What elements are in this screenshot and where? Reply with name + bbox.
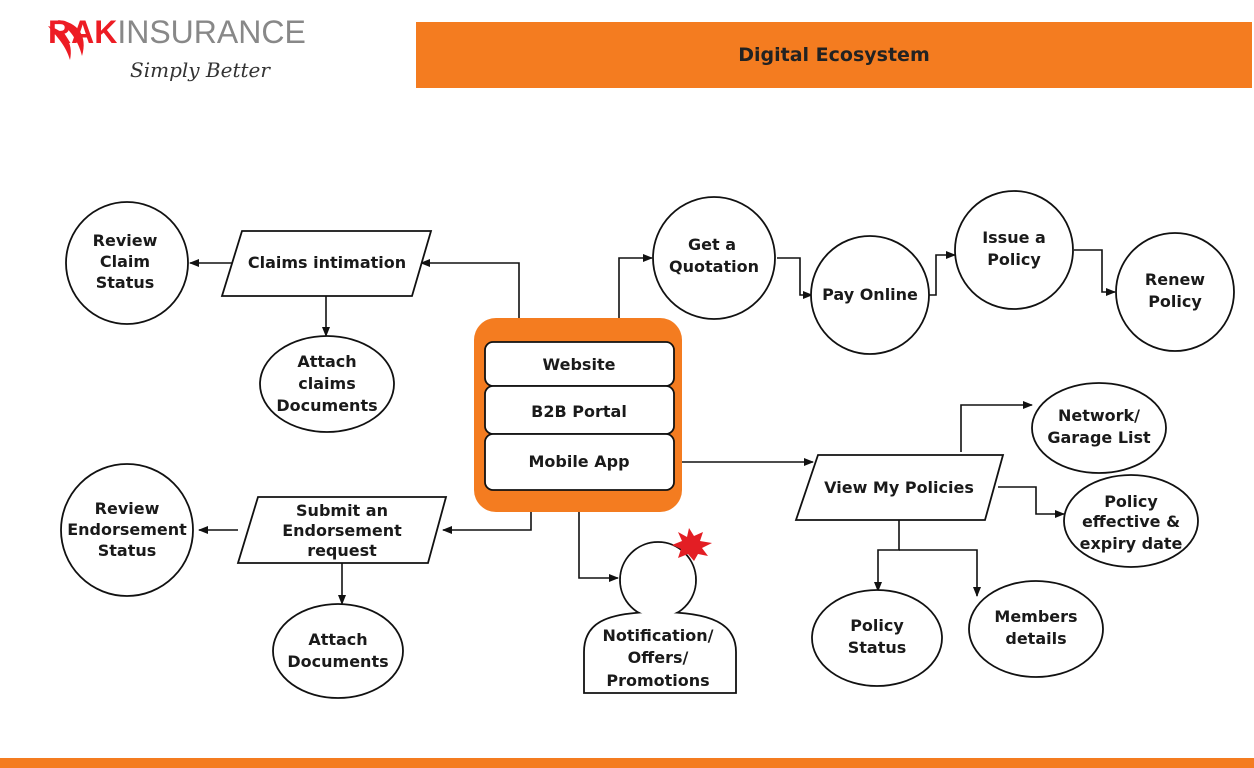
issue-policy-node xyxy=(954,190,1074,310)
attach-documents-label: Documents xyxy=(287,652,388,671)
review-claim-status-label: Review xyxy=(93,231,158,250)
edge-view-effective xyxy=(998,486,1065,518)
connectors xyxy=(189,249,1116,605)
policy-status-label: Status xyxy=(848,638,907,657)
submit-endorsement-label: Endorsement xyxy=(282,521,402,540)
claims-intimation-shape xyxy=(220,230,433,297)
edge-view-members xyxy=(899,549,981,597)
get-quotation-label: Quotation xyxy=(669,257,759,276)
network-garage-label: Garage List xyxy=(1047,428,1151,447)
policy-effective-label: Policy xyxy=(1104,492,1158,511)
submit-endorsement-shape xyxy=(236,496,448,564)
attach-documents-node xyxy=(272,603,404,699)
notification-label: Offers/ xyxy=(628,648,689,667)
network-garage-node xyxy=(1031,382,1167,474)
submit-endorsement-label: Submit an xyxy=(296,501,388,520)
channel-hub: Website B2B Portal Mobile App xyxy=(474,318,682,512)
issue-policy-label: Issue a xyxy=(982,228,1046,247)
channel-label: B2B Portal xyxy=(531,402,627,421)
review-endorsement-status-label: Status xyxy=(98,541,157,560)
edge-issue-renew xyxy=(1074,249,1116,296)
policy-effective-node xyxy=(1063,474,1199,568)
policy-status-node xyxy=(811,589,943,687)
attach-claims-documents-label: claims xyxy=(298,374,355,393)
attach-claims-documents-label: Attach xyxy=(297,352,356,371)
notification-label: Notification/ xyxy=(602,626,713,645)
notification-label: Promotions xyxy=(606,671,709,690)
view-my-policies-label: View My Policies xyxy=(824,478,974,497)
brand-regular: INSURANCE xyxy=(117,14,306,50)
edge-quote-pay xyxy=(777,257,813,299)
attach-claims-documents-label: Documents xyxy=(276,396,377,415)
issue-policy-label: Policy xyxy=(987,250,1041,269)
edge-view-network xyxy=(960,401,1033,452)
brand-bold: RAK xyxy=(48,14,118,50)
footer-bar xyxy=(0,758,1254,768)
review-endorsement-status-label: Review xyxy=(95,499,160,518)
review-claim-status-label: Status xyxy=(96,273,155,292)
pay-online-label: Pay Online xyxy=(822,285,918,304)
brand-name: RAKINSURANCE xyxy=(48,14,306,51)
review-claim-status-label: Claim xyxy=(100,252,150,271)
view-my-policies-shape xyxy=(794,454,1005,521)
notification-person-icon xyxy=(583,541,737,694)
network-garage-label: Network/ xyxy=(1058,406,1140,425)
brand-tagline: Simply Better xyxy=(130,58,270,82)
edge-hub-endorsement xyxy=(442,510,532,534)
edge-hub-notification xyxy=(578,512,619,582)
edge-view-status xyxy=(874,520,900,592)
review-endorsement-status-label: Endorsement xyxy=(67,520,187,539)
members-details-node xyxy=(968,580,1104,678)
policy-status-label: Policy xyxy=(850,616,904,635)
rak-swoosh-icon xyxy=(48,20,84,60)
logo xyxy=(44,14,384,104)
attach-documents-label: Attach xyxy=(308,630,367,649)
renew-policy-label: Renew xyxy=(1145,270,1205,289)
policy-effective-label: effective & xyxy=(1082,512,1180,531)
renew-policy-node xyxy=(1115,232,1235,352)
renew-policy-label: Policy xyxy=(1148,292,1202,311)
review-claim-status-node xyxy=(65,201,189,325)
claims-intimation-label: Claims intimation xyxy=(248,253,406,272)
members-details-label: details xyxy=(1005,629,1066,648)
edge-hub-quote xyxy=(618,254,653,318)
policy-effective-label: expiry date xyxy=(1080,534,1183,553)
channel-label: Website xyxy=(543,355,616,374)
page-title: Digital Ecosystem xyxy=(738,44,930,66)
channel-mobile-app xyxy=(484,433,675,491)
get-quotation-node xyxy=(652,196,776,320)
review-endorsement-status-node xyxy=(60,463,194,597)
members-details-label: Members xyxy=(994,607,1077,626)
edge-hub-claims xyxy=(420,259,520,318)
get-quotation-label: Get a xyxy=(688,235,736,254)
alert-star-icon xyxy=(672,528,712,561)
channel-label: Mobile App xyxy=(528,452,629,471)
edge-pay-issue xyxy=(929,251,956,296)
submit-endorsement-label: request xyxy=(307,541,377,560)
pay-online-node xyxy=(810,235,930,355)
header-banner: Digital Ecosystem xyxy=(416,22,1252,88)
attach-claims-documents-node xyxy=(259,335,395,433)
